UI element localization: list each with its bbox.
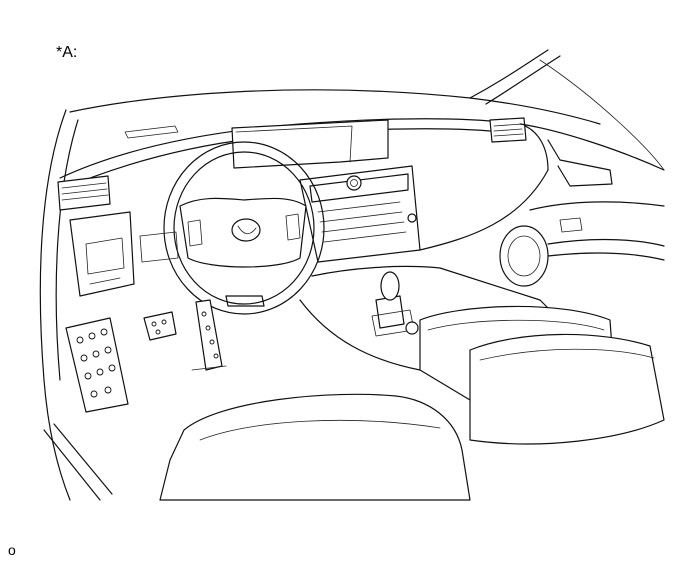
steering-wheel-emblem: [231, 218, 261, 242]
shift-lever: [371, 271, 419, 337]
windshield-frame: [39, 49, 665, 501]
steering-wheel: [163, 141, 325, 315]
passenger-door-panel: [499, 123, 665, 287]
center-display: [231, 119, 389, 169]
figure-code: o: [8, 542, 16, 558]
center-stack: [299, 165, 549, 263]
air-vent-left: [57, 175, 111, 211]
driver-door-sill: [43, 423, 113, 501]
dashboard: [57, 117, 549, 211]
air-vent-right: [489, 117, 527, 143]
callout-label: *A:: [56, 44, 78, 61]
lower-dash-left: [69, 211, 179, 297]
pedals: [65, 299, 227, 413]
front-seats: [159, 333, 665, 501]
